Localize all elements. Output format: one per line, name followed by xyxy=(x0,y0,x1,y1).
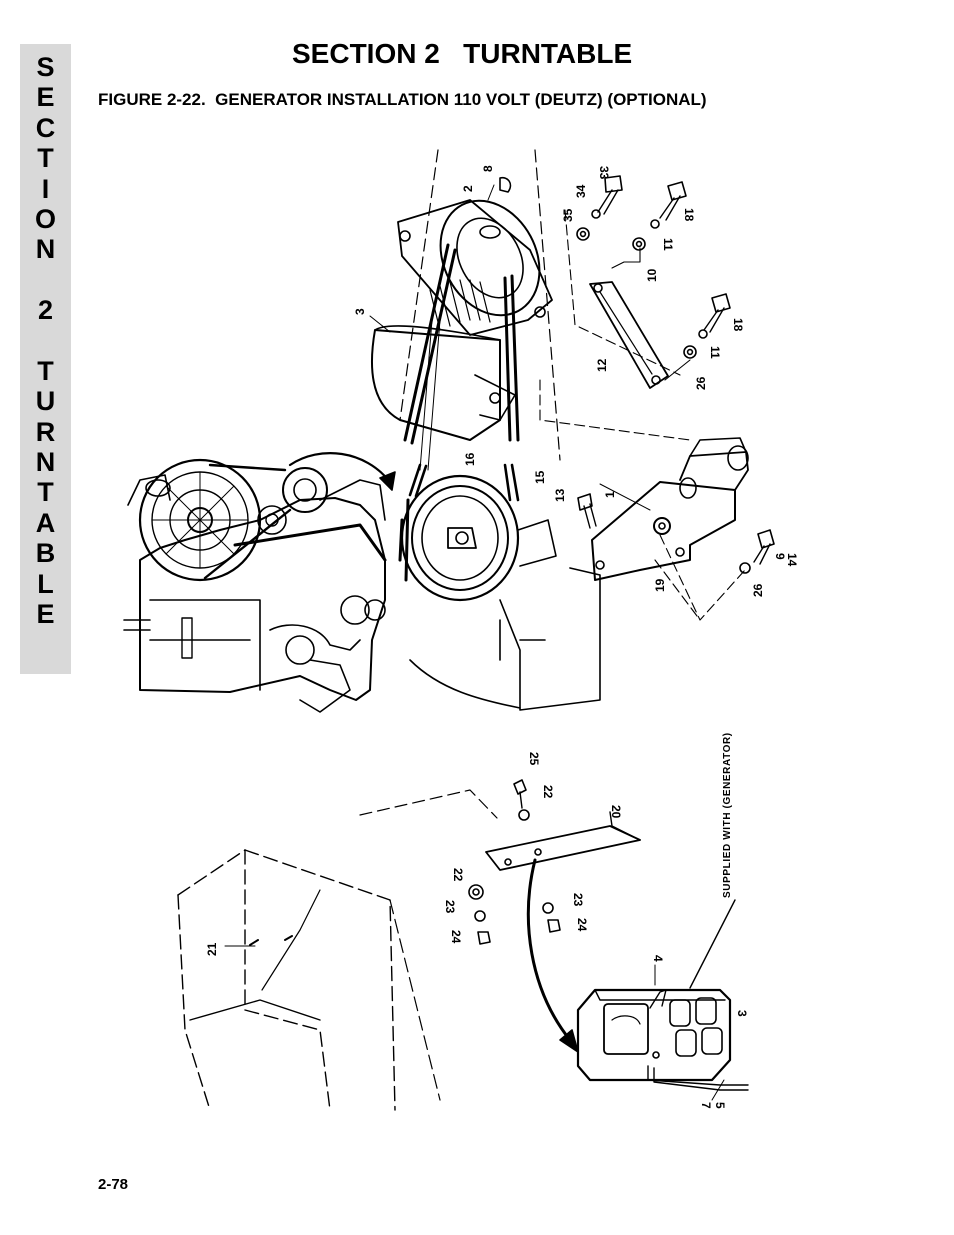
callout-19: 19 xyxy=(653,578,667,592)
callout-15: 15 xyxy=(533,470,547,484)
callout-labels: 8 2 3 33 34 35 18 11 10 12 26 11 18 16 1… xyxy=(205,165,799,1109)
side-tab-letter: N xyxy=(35,234,56,265)
side-tab-letter: E xyxy=(36,599,55,630)
mounting-bracket-illustration xyxy=(539,175,775,621)
side-tab-letter: T xyxy=(37,143,54,174)
side-tab-letter: N xyxy=(35,447,56,478)
drive-pulley-illustration xyxy=(398,474,601,711)
side-tab-letter: A xyxy=(35,507,56,538)
callout-7: 7 xyxy=(699,1102,713,1109)
callout-11-mid: 11 xyxy=(708,346,722,359)
side-tab-letter: C xyxy=(35,112,56,143)
callout-24-right: 24 xyxy=(575,918,589,932)
callout-34: 34 xyxy=(574,184,588,198)
callout-14: 14 xyxy=(785,553,799,567)
callout-3: 3 xyxy=(353,308,367,315)
supplied-with-generator-note: SUPPLIED WITH (GENERATOR) xyxy=(722,732,733,898)
callout-16: 16 xyxy=(463,452,477,466)
callout-18-top: 18 xyxy=(682,208,696,222)
callout-11-top: 11 xyxy=(661,238,675,251)
callout-26-bottom: 26 xyxy=(751,583,765,597)
engine-illustration xyxy=(123,452,396,713)
callout-33: 33 xyxy=(597,166,611,180)
callout-23-left: 23 xyxy=(443,900,457,914)
callout-23-right: 23 xyxy=(571,893,585,907)
callout-24-left: 24 xyxy=(449,930,463,944)
callout-21: 21 xyxy=(205,942,219,956)
callout-22-left: 22 xyxy=(451,868,465,882)
callout-10: 10 xyxy=(645,268,659,282)
outlet-box-illustration xyxy=(576,899,749,1101)
page-number: 2-78 xyxy=(98,1176,129,1193)
side-tab-letter: O xyxy=(34,203,56,234)
callout-22-top: 22 xyxy=(541,785,555,799)
callout-26-top: 26 xyxy=(694,376,708,390)
callout-12: 12 xyxy=(595,358,609,372)
callout-9: 9 xyxy=(773,553,787,560)
callout-8: 8 xyxy=(481,165,495,172)
side-tab-letter: U xyxy=(35,386,56,417)
callout-25: 25 xyxy=(527,752,541,766)
side-tab-letter: L xyxy=(37,568,54,599)
callout-4: 4 xyxy=(651,955,665,962)
callout-20: 20 xyxy=(609,805,623,819)
callout-35: 35 xyxy=(561,208,575,222)
section-title: SECTION 2 TURNTABLE xyxy=(292,38,633,69)
callout-3-box: 3 xyxy=(735,1010,749,1017)
callout-1: 1 xyxy=(603,491,617,498)
figure-title: FIGURE 2-22. GENERATOR INSTALLATION 110 … xyxy=(98,90,707,109)
callout-18-mid: 18 xyxy=(731,318,745,332)
callout-2: 2 xyxy=(461,185,475,192)
side-tab-letter: T xyxy=(37,477,54,508)
compartment-illustration xyxy=(177,789,498,1111)
callout-13: 13 xyxy=(553,488,567,502)
callout-5: 5 xyxy=(713,1102,727,1109)
side-tab-letter: 2 xyxy=(37,295,54,326)
box-bracket-illustration xyxy=(468,779,641,1053)
side-tab-letter: S xyxy=(36,52,55,82)
side-tab-letter: R xyxy=(35,416,56,447)
side-tab-letter: T xyxy=(37,355,54,386)
generator-illustration xyxy=(370,149,561,502)
side-tab-letter: E xyxy=(36,82,55,113)
side-tab-letter: B xyxy=(35,538,56,569)
side-tab-letter: I xyxy=(41,173,50,204)
